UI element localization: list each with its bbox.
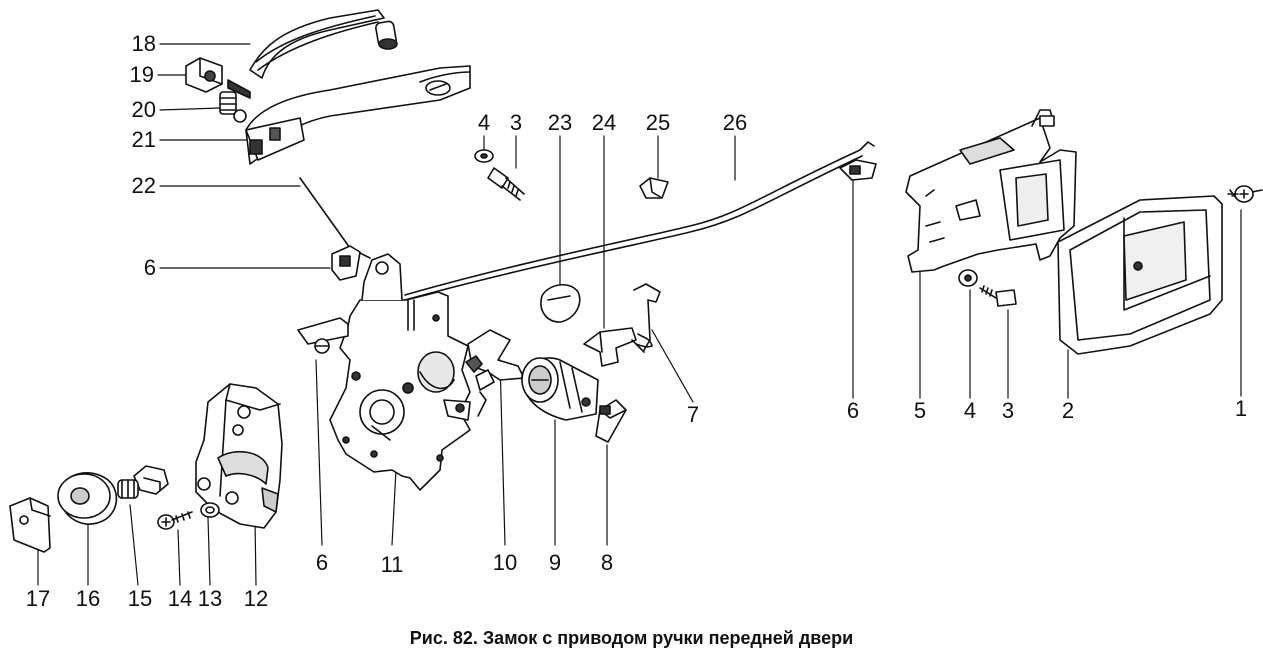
lever-part-10 [465, 329, 525, 417]
spring-stud-part-20 [219, 91, 247, 123]
lock-cylinder-part-9 [521, 357, 599, 421]
callout-17: 17 [25, 586, 51, 611]
plate-part-17 [9, 497, 51, 553]
callout-6-right: 6 [846, 398, 860, 423]
callout-22: 22 [131, 173, 156, 198]
callout-19: 19 [129, 62, 154, 87]
callout-16: 16 [75, 586, 101, 611]
striker-stud-part-15 [117, 465, 169, 499]
bolt-part-3-lower [979, 285, 1017, 307]
callout-4-upper: 4 [477, 110, 491, 135]
callout-25: 25 [645, 110, 671, 135]
callout-12: 12 [243, 586, 269, 611]
callout-3-upper: 3 [509, 110, 523, 135]
striker-plate-part-12 [195, 383, 283, 529]
callout-6-lower: 6 [315, 550, 329, 575]
rod-part-26 [404, 141, 875, 296]
callout-20: 20 [131, 97, 156, 122]
callout-14: 14 [167, 586, 193, 611]
screw-part-14 [157, 511, 193, 530]
callout-1: 1 [1234, 396, 1248, 421]
callout-15: 15 [127, 586, 153, 611]
clip-part-6-right [839, 159, 877, 181]
callout-3-lower: 3 [1001, 398, 1015, 423]
callout-18: 18 [131, 31, 156, 56]
callout-7: 7 [686, 402, 700, 427]
inner-handle-bezel-part-2 [1057, 195, 1223, 355]
bracket-part-5 [905, 109, 1077, 273]
callout-9: 9 [548, 550, 562, 575]
pad-part-19 [185, 57, 251, 99]
screw-part-1 [1227, 185, 1263, 203]
callout-8: 8 [600, 550, 614, 575]
outer-handle-grip-part-18 [249, 9, 398, 79]
callout-5: 5 [913, 398, 927, 423]
outer-handle-body-part-21 [245, 65, 471, 165]
retainer-part-8 [595, 399, 627, 443]
callout-24: 24 [591, 110, 617, 135]
figure-caption: Рис. 82. Замок с приводом ручки передней… [409, 628, 854, 648]
callout-11: 11 [380, 552, 404, 577]
callout-4-lower: 4 [963, 398, 977, 423]
callout-6-upper-left: 6 [143, 255, 156, 280]
bracket-part-24 [583, 327, 637, 367]
callout-26: 26 [722, 110, 748, 135]
spring-lever-part-7 [631, 283, 661, 353]
clip-part-25 [639, 177, 669, 199]
callout-21: 21 [131, 127, 156, 152]
lock-body-part-11 [297, 253, 471, 491]
cover-part-23 [540, 284, 581, 323]
callout-23: 23 [547, 110, 573, 135]
bolt-part-3-upper [487, 167, 525, 201]
washer-part-4-lower [958, 269, 978, 287]
washer-part-4-upper [474, 149, 494, 163]
callout-10: 10 [492, 550, 518, 575]
rod-part-22 [299, 177, 371, 259]
callout-13: 13 [197, 586, 223, 611]
clip-part-6-left [331, 245, 361, 281]
washer-part-16 [57, 472, 118, 525]
callout-2: 2 [1061, 398, 1075, 423]
